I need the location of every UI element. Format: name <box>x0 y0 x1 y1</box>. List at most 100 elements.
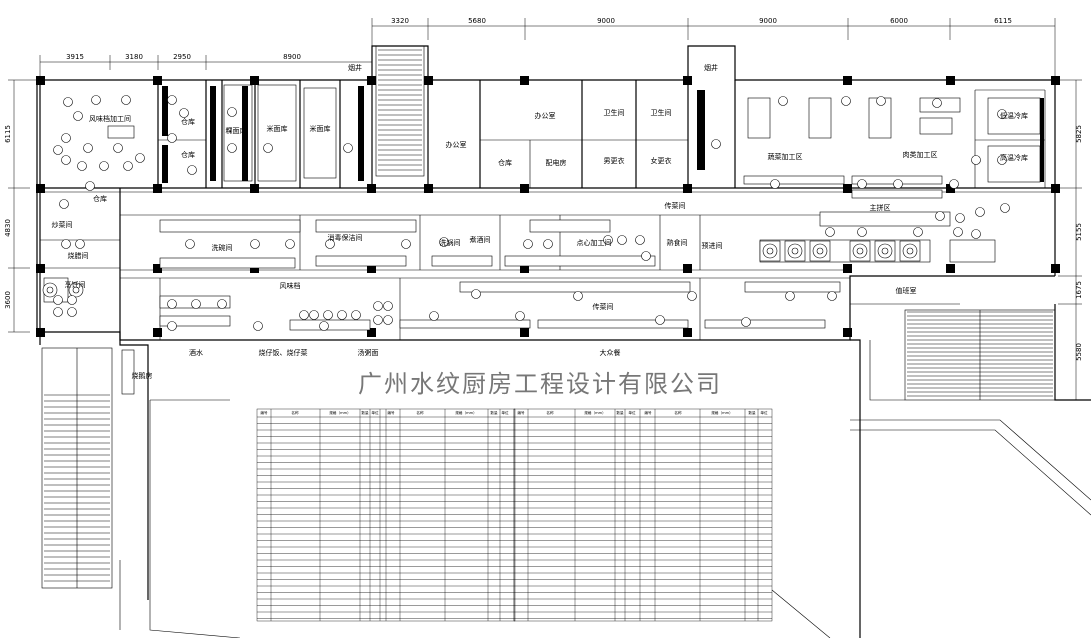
table-header-name-4: 名称 <box>674 410 682 415</box>
room-label-chuancai: 传菜间 <box>593 302 614 311</box>
table-grid <box>257 409 772 621</box>
room-label-nangeng: 男更衣 <box>604 156 625 165</box>
equipment-tag-44 <box>325 239 335 249</box>
equipment-tag-14 <box>179 108 189 118</box>
equipment-tag-67 <box>373 301 383 311</box>
equipment-tag-30 <box>971 155 981 165</box>
equipment-tag-17 <box>227 107 237 117</box>
equipment-tag-12 <box>135 153 145 163</box>
table-header-spec: 规格（mm） <box>329 410 350 415</box>
structural-columns <box>36 76 1060 337</box>
equipment-tag-28 <box>997 109 1007 119</box>
table-header-unit-3: 单位 <box>628 410 636 415</box>
equipment-tag-54 <box>75 239 85 249</box>
table-header-qty-2: 数量 <box>490 410 498 415</box>
table-header-spec-4: 规格（mm） <box>711 410 732 415</box>
equipment-tag-64 <box>323 310 333 320</box>
equipment-tag-32 <box>857 179 867 189</box>
room-label-wc1: 卫生间 <box>604 108 625 117</box>
room-labels: 风味档加工间 仓库 仓库 仓库 粿面库 米面库 米面库 烟井 烟井 办公室 办公… <box>52 63 1029 380</box>
room-label-fengweidang: 风味档 <box>280 281 301 290</box>
dim-left-1: 6115 <box>4 125 12 143</box>
equipment-tag-76 <box>687 291 697 301</box>
equipment-tag-18 <box>227 143 237 153</box>
partitions <box>40 80 1055 340</box>
dim-top-2: 5680 <box>468 17 486 25</box>
stair-treads-left <box>44 348 110 588</box>
table-header-unit-2: 单位 <box>501 410 509 415</box>
equipment-tag-8 <box>61 155 71 165</box>
equipment-tag-65 <box>337 310 347 320</box>
room-label-bangong2: 办公室 <box>446 140 467 149</box>
equipment-tag-4 <box>61 133 71 143</box>
room-label-cangku1: 仓库 <box>181 117 195 126</box>
dim-top-6: 6115 <box>994 17 1012 25</box>
equipment-tag-70 <box>383 315 393 325</box>
equipment-tag-56 <box>67 295 77 305</box>
burner-5 <box>899 240 921 262</box>
room-label-dianxin: 点心加工间 <box>577 238 612 247</box>
room-label-chuanjiao: 传菜间 <box>665 201 686 210</box>
equipment-tag-46 <box>439 237 449 247</box>
room-label-cangku4: 仓库 <box>498 158 512 167</box>
dim-left-2: 4830 <box>4 219 12 237</box>
equipment-tag-60 <box>191 299 201 309</box>
equipment-tag-9 <box>77 161 87 171</box>
equipment-tag-42 <box>250 239 260 249</box>
equipment-tag-52 <box>641 251 651 261</box>
room-label-jiuliu: 酒水 <box>189 348 203 357</box>
dim-top-lower-2: 3180 <box>125 53 143 61</box>
burner-4 <box>874 240 896 262</box>
equipment-tag-61 <box>217 299 227 309</box>
company-name: 广州水纹厨房工程设计有限公司 <box>358 370 722 398</box>
dimension-lines: 3320 5680 9000 9000 6000 6115 3915 3180 … <box>4 17 1083 401</box>
equipment-tag-40 <box>971 229 981 239</box>
equipment-tag-77 <box>785 291 795 301</box>
table-header-name: 名称 <box>291 410 299 415</box>
equipment-tag-13 <box>167 95 177 105</box>
stairs <box>41 45 831 639</box>
burner-left-1 <box>68 282 84 298</box>
equipment-tag-5 <box>53 145 63 155</box>
equipment-tag-84 <box>975 207 985 217</box>
dim-right-1: 5825 <box>1075 125 1083 143</box>
equipment-tag-49 <box>603 235 613 245</box>
table-header-no: 编号 <box>260 410 268 415</box>
equipment-tag-22 <box>59 199 69 209</box>
room-label-yanjing: 炒菜间 <box>52 220 73 229</box>
room-label-gaoleng: 高温冷库 <box>1000 153 1028 162</box>
table-header-name-3: 名称 <box>546 410 554 415</box>
dim-top-lower-4: 8900 <box>283 53 301 61</box>
equipment-tag-34 <box>949 179 959 189</box>
equipment-tag-48 <box>543 239 553 249</box>
dim-top-4: 9000 <box>759 17 777 25</box>
equipment-tag-69 <box>373 315 383 325</box>
room-label-paopan: 烧腊间 <box>68 251 89 260</box>
room-label-zhuoyi: 值班室 <box>896 286 917 295</box>
room-label-tangzhou: 汤粥面 <box>358 348 379 357</box>
room-label-shaft1: 烟井 <box>348 63 362 72</box>
stair-treads-top <box>378 49 422 171</box>
dim-top-1: 3320 <box>391 17 409 25</box>
dim-top-3: 9000 <box>597 17 615 25</box>
equipment-tag-26 <box>876 96 886 106</box>
equipment-tag-51 <box>635 235 645 245</box>
equipment-tag-75 <box>573 291 583 301</box>
room-label-zhupan: 主拼区 <box>870 203 891 212</box>
table-header-spec-2: 规格（mm） <box>455 410 476 415</box>
equipment-tag-1 <box>91 95 101 105</box>
room-label-shushi: 熟食间 <box>667 238 688 247</box>
table-header-no-2: 编号 <box>387 410 395 415</box>
equipment-tags <box>53 95 1010 331</box>
equipment-tag-15 <box>167 133 177 143</box>
equipment-tag-35 <box>935 211 945 221</box>
burner-2 <box>809 240 831 262</box>
table-header-no-3: 编号 <box>517 410 525 415</box>
equipment-tag-74 <box>471 289 481 299</box>
room-label-jiuchu: 烧鹅房 <box>132 371 153 380</box>
equipment-tag-62 <box>299 310 309 320</box>
equipment-tag-57 <box>53 307 63 317</box>
room-label-bangong: 办公室 <box>535 111 556 120</box>
room-label-wc2: 卫生间 <box>651 108 672 117</box>
